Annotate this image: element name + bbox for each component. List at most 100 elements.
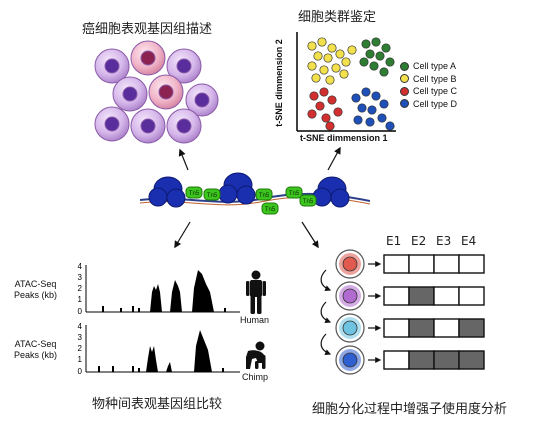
arrow-down-left: [174, 221, 191, 249]
tsne-point: [371, 37, 381, 47]
tn5-label: Tn5: [207, 193, 218, 199]
enhancer-cell: [408, 286, 435, 306]
differentiation-arrow: [320, 269, 332, 291]
tsne-point: [321, 113, 331, 123]
tsne-point: [365, 49, 375, 59]
legend-swatch: [400, 74, 409, 84]
ytick: 3: [78, 273, 83, 282]
caption-enhancer-usage-analysis: 细胞分化过程中增强子使用度分析: [312, 402, 508, 417]
tsne-point: [379, 67, 389, 77]
caption-cell-type-identification: 细胞类群鉴定: [298, 10, 377, 25]
chimp-icon: [246, 341, 266, 369]
atac-ylabel-line1: ATAC-Seq: [14, 339, 57, 349]
chromatin-tn5-illustration: Tn5 Tn5 Tn5 Tn5 Tn5 Tn5: [140, 172, 370, 215]
tsne-point: [331, 63, 341, 73]
ytick: 1: [78, 355, 83, 364]
cell-nucleus: [342, 288, 358, 304]
ytick: 0: [78, 367, 83, 376]
tsne-point: [351, 93, 361, 103]
enhancer-cell: [433, 286, 460, 306]
tsne-point: [335, 49, 345, 59]
tn5-enzyme: [255, 188, 273, 201]
atac-ylabel-line1: ATAC-Seq: [14, 279, 57, 289]
tsne-point: [381, 43, 391, 53]
tsne-point: [319, 87, 329, 97]
nucleosome: [312, 176, 350, 208]
tn5-enzyme: [285, 186, 303, 199]
chimp-peaks: [98, 330, 224, 372]
enhancer-cell: [383, 254, 410, 274]
cell-nucleus: [342, 352, 358, 368]
tn5-label: Tn5: [289, 191, 300, 197]
tn5-enzyme: [185, 186, 203, 199]
tsne-point: [341, 57, 351, 67]
enhancer-cell: [383, 318, 410, 338]
tsne-point: [309, 91, 319, 101]
tsne-point: [323, 53, 333, 63]
tsne-xlabel: t-SNE dimmension 1: [300, 133, 388, 143]
legend-label: Cell type A: [413, 61, 457, 72]
caption-cross-species-comparison: 物种间表观基因组比较: [92, 397, 223, 412]
enhancer-cell: [408, 318, 435, 338]
tsne-point: [339, 69, 349, 79]
ytick: 4: [78, 262, 83, 271]
human-icon: [246, 270, 266, 314]
tn5-enzyme: [261, 202, 279, 215]
tsne-point: [319, 65, 329, 75]
tsne-point: [385, 121, 395, 131]
ytick: 1: [78, 295, 83, 304]
tsne-point: [365, 117, 375, 127]
cancer-cells-illustration: [94, 40, 219, 144]
ytick: 2: [78, 344, 83, 353]
tsne-point: [369, 61, 379, 71]
enhancer-header-e2: E2: [411, 234, 427, 248]
atac-ylabel-human: ATAC-Seq Peaks (kb): [14, 279, 57, 301]
tsne-point: [385, 57, 395, 67]
enhancer-cell: [458, 254, 485, 274]
tsne-point: [357, 103, 367, 113]
ytick: 4: [78, 322, 83, 331]
tsne-point: [377, 113, 387, 123]
tsne-point: [327, 95, 337, 105]
human-label: Human: [240, 315, 270, 325]
differentiation-arrow: [320, 301, 332, 323]
tsne-point: [361, 87, 371, 97]
tsne-point: [307, 61, 317, 71]
legend-swatch: [400, 61, 409, 71]
tsne-point: [307, 109, 317, 119]
legend-label: Cell type D: [413, 98, 458, 109]
enhancer-cell: [458, 350, 485, 370]
ytick: 0: [78, 307, 83, 316]
tsne-point: [325, 75, 335, 85]
tsne-point: [375, 51, 385, 61]
caption-cancer-epigenome: 癌细胞表观基因组描述: [82, 22, 213, 37]
enhancer-cell: [433, 318, 460, 338]
tn5-enzyme: [203, 188, 221, 201]
cell-nucleus: [342, 320, 358, 336]
enhancer-cell: [433, 350, 460, 370]
tn5-label: Tn5: [303, 199, 314, 205]
tsne-point: [379, 99, 389, 109]
enhancer-cell: [383, 286, 410, 306]
tn5-label: Tn5: [189, 191, 200, 197]
legend-item: Cell type D: [400, 98, 457, 111]
enhancer-cell: [433, 254, 460, 274]
enhancer-cell: [458, 286, 485, 306]
enhancer-cell: [383, 350, 410, 370]
ytick: 3: [78, 333, 83, 342]
tsne-point: [361, 39, 371, 49]
tsne-point: [371, 91, 381, 101]
enhancer-cell: [458, 318, 485, 338]
tsne-point: [317, 37, 327, 47]
cell-nucleus: [342, 256, 358, 272]
tsne-point: [325, 121, 335, 131]
arrow-down-right: [301, 221, 319, 249]
legend-item: Cell type C: [400, 85, 457, 98]
tsne-point: [333, 107, 343, 117]
legend-swatch: [400, 86, 409, 96]
legend-item: Cell type B: [400, 73, 457, 86]
atac-ylabel-line2: Peaks (kb): [14, 290, 58, 300]
tsne-point: [313, 51, 323, 61]
legend-swatch: [400, 99, 409, 109]
